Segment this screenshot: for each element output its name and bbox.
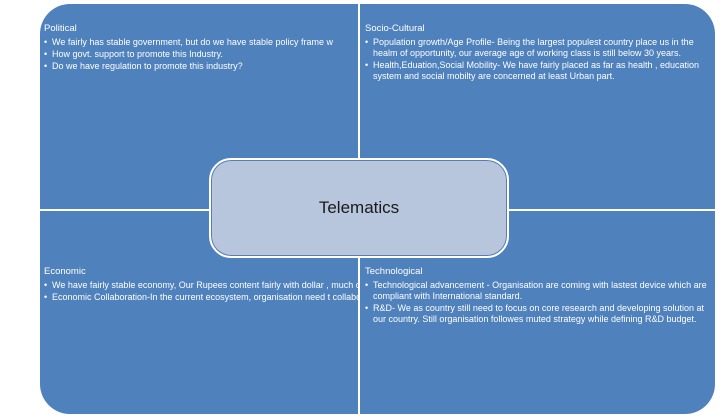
socio-cultural-list: Population growth/Age Profile- Being the…	[365, 37, 711, 82]
socio-cultural-item: Health,Eduation,Social Mobility- We have…	[365, 60, 711, 82]
technological-title: Technological	[365, 266, 423, 277]
political-list: We fairly has stable government, but do …	[44, 37, 358, 72]
technological-item: R&D- We as country still need to focus o…	[365, 303, 711, 325]
economic-title: Economic	[44, 266, 86, 277]
political-item: How govt. support to promote this Indust…	[44, 49, 358, 60]
political-title: Political	[44, 23, 77, 34]
economic-item: Economic Collaboration-In the current ec…	[44, 292, 358, 303]
technological-content: Technological Technological advancement …	[365, 265, 711, 326]
political-item: We fairly has stable government, but do …	[44, 37, 358, 48]
political-content: Political We fairly has stable governmen…	[44, 22, 358, 73]
political-quadrant: Political We fairly has stable governmen…	[40, 4, 358, 209]
economic-list: We have fairly stable economy, Our Rupee…	[44, 280, 358, 303]
economic-item: We have fairly stable economy, Our Rupee…	[44, 280, 358, 291]
political-item: Do we have regulation to promote this in…	[44, 61, 358, 72]
socio-cultural-title: Socio-Cultural	[365, 23, 425, 34]
center-label: Telematics	[318, 198, 400, 217]
center-node: Telematics	[209, 158, 509, 258]
technological-list: Technological advancement - Organisation…	[365, 280, 711, 325]
economic-content: Economic We have fairly stable economy, …	[44, 265, 358, 304]
technological-item: Technological advancement - Organisation…	[365, 280, 711, 302]
socio-cultural-item: Population growth/Age Profile- Being the…	[365, 37, 711, 59]
socio-cultural-content: Socio-Cultural Population growth/Age Pro…	[365, 22, 711, 83]
